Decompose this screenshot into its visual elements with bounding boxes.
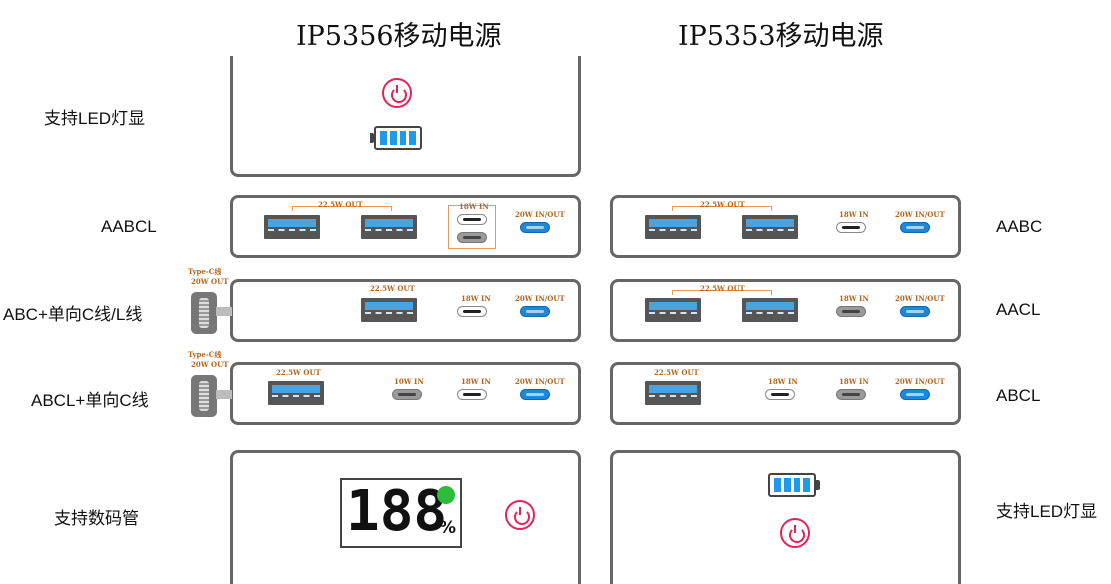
lightning-port[interactable] [836,389,866,400]
usb-a-port[interactable] [742,298,798,322]
label-20w-inout: 20W IN/OUT [895,377,945,386]
label-right-aabc: AABC [996,217,1043,236]
label-cable-20w: 20W OUT [191,360,229,369]
label-20w-inout: 20W IN/OUT [895,294,945,303]
label-cable-type-c: Type-C线 [188,350,222,359]
label-225w-out: 22.5W OUT [700,284,745,293]
bracket-225w [672,290,772,295]
label-20w-inout: 20W IN/OUT [515,294,565,303]
percent-sign: % [439,518,457,538]
title-ip5356: IP5356移动电源 [296,21,502,52]
usb-c-port[interactable] [765,389,795,400]
battery-icon [374,126,422,150]
label-left-aabcl: AABCL [101,217,157,236]
lightning-port[interactable] [836,306,866,317]
power-icon[interactable] [382,78,412,108]
usb-a-port[interactable] [268,381,324,405]
usb-a-port[interactable] [361,215,417,239]
usb-c-port-20w[interactable] [520,306,550,317]
usb-c-port-20w[interactable] [900,306,930,317]
panel-right-led [610,450,961,584]
usb-a-port[interactable] [645,381,701,405]
box-18w [448,205,496,249]
usb-a-port[interactable] [645,298,701,322]
usb-a-port[interactable] [361,298,417,322]
label-18w-in: 18W IN [839,210,869,219]
label-18w-in: 18W IN [839,294,869,303]
usb-c-port[interactable] [457,389,487,400]
label-cable-type-c: Type-C线 [188,267,222,276]
label-225w-out: 22.5W OUT [700,200,745,209]
usb-a-port[interactable] [742,215,798,239]
usb-c-port-20w[interactable] [520,389,550,400]
usb-c-port-20w[interactable] [520,222,550,233]
label-225w-out: 22.5W OUT [276,368,321,377]
label-left-abcl-cable: ABCL+单向C线 [31,391,149,410]
bracket-225w [672,206,772,211]
panel-left-led [230,56,581,177]
label-cable-20w: 20W OUT [191,277,229,286]
label-20w-inout: 20W IN/OUT [895,210,945,219]
label-225w-out: 22.5W OUT [318,200,363,209]
label-18w-in: 18W IN [459,202,489,211]
title-ip5353: IP5353移动电源 [678,21,884,52]
lightning-port[interactable] [392,389,422,400]
cable-cord [216,307,232,316]
usb-c-port[interactable] [836,222,866,233]
label-left-led: 支持LED灯显 [44,109,146,128]
bracket-225w [292,206,392,211]
usb-c-port-20w[interactable] [900,222,930,233]
type-c-cable[interactable] [191,375,217,417]
label-left-abc-cable: ABC+单向C线/L线 [3,305,143,324]
label-20w-inout: 20W IN/OUT [515,210,565,219]
lightning-port[interactable] [457,232,487,243]
label-18w-in: 18W IN [839,377,869,386]
label-18w-in: 18W IN [768,377,798,386]
battery-icon [768,473,816,497]
display-digits: 188 [346,479,448,544]
usb-c-port[interactable] [457,306,487,317]
label-10w-in: 10W IN [394,377,424,386]
cable-cord [216,390,232,399]
label-18w-in: 18W IN [461,294,491,303]
charging-icon [437,486,455,504]
power-icon[interactable] [780,518,810,548]
label-20w-inout: 20W IN/OUT [515,377,565,386]
label-18w-in: 18W IN [461,377,491,386]
usb-c-port-20w[interactable] [900,389,930,400]
label-225w-out: 22.5W OUT [654,368,699,377]
power-icon[interactable] [505,500,535,530]
label-225w-out: 22.5W OUT [370,284,415,293]
usb-a-port[interactable] [645,215,701,239]
usb-c-port[interactable] [457,214,487,225]
type-c-cable[interactable] [191,292,217,334]
label-left-digital: 支持数码管 [54,509,139,528]
label-right-aacl: AACL [996,300,1041,319]
label-right-led: 支持LED灯显 [996,502,1098,521]
battery-tip [370,133,374,143]
usb-a-port[interactable] [264,215,320,239]
battery-tip [816,480,820,490]
label-right-abcl: ABCL [996,386,1041,405]
